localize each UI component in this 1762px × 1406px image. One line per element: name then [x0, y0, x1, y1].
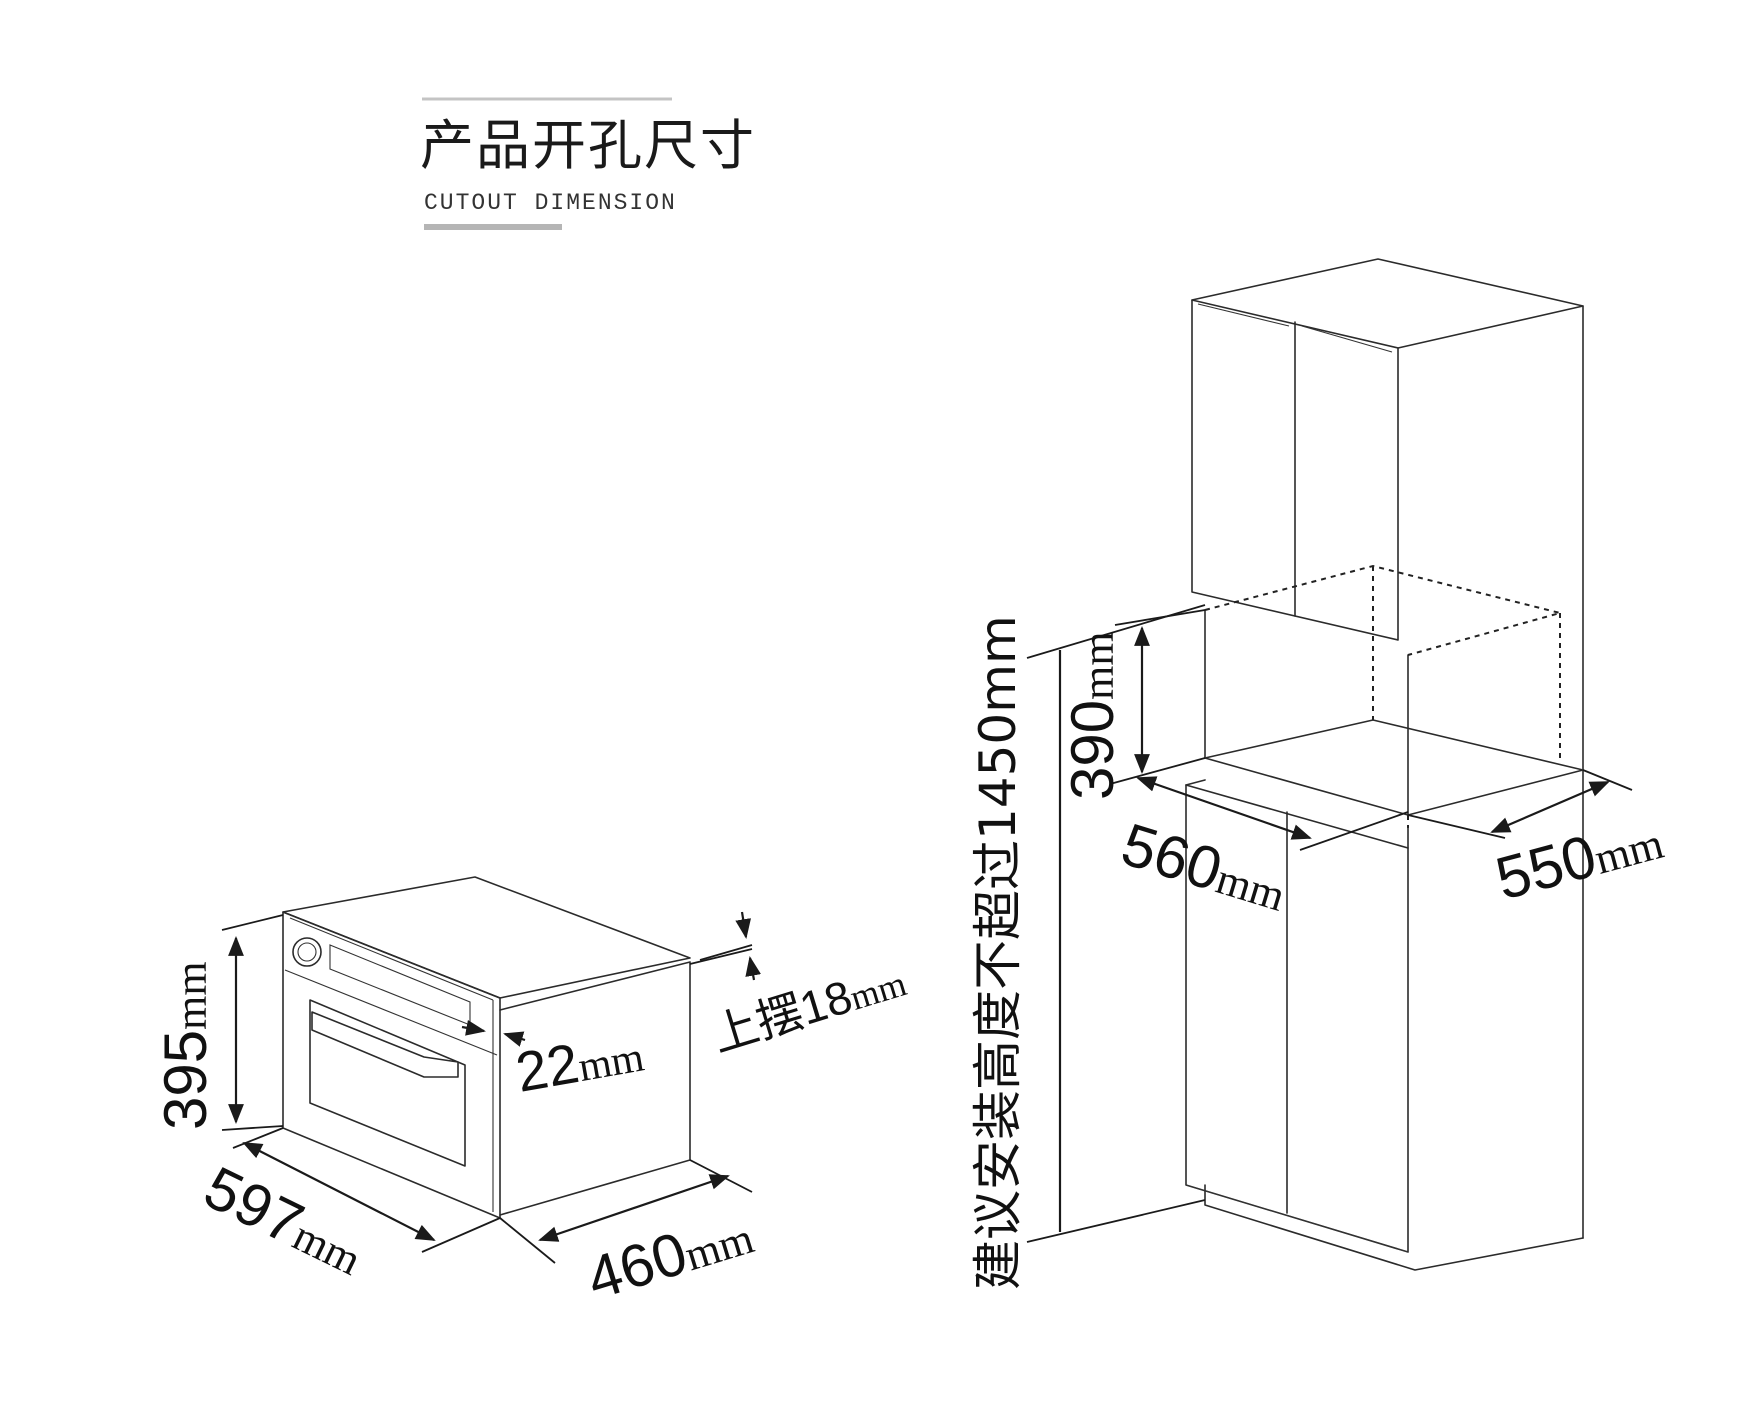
cabinet-dimensions: 建议安装高度不超过1450mm 390mm 560mm 550mm — [969, 604, 1669, 1290]
oven-top-face — [282, 876, 691, 999]
cutout-floor — [1204, 719, 1584, 816]
cutout-height-value: 390 — [1059, 700, 1126, 800]
oven-depth-label: 460mm — [579, 1199, 760, 1312]
top-swing-label: 上摆18mm — [705, 953, 911, 1063]
svg-text:390mm: 390mm — [1059, 631, 1126, 800]
oven-height-value: 395 — [152, 1030, 219, 1130]
upper-cabinet-door-edge — [1197, 303, 1393, 353]
oven-display-window — [329, 944, 471, 1026]
front-offset-value: 22 — [511, 1031, 583, 1104]
cutout-depth-unit: mm — [1590, 819, 1669, 884]
front-offset-arrow-a — [461, 1020, 486, 1036]
cutout-floor-front-edge — [1204, 757, 1409, 816]
cutout-depth-arrow — [1490, 780, 1610, 834]
install-height-text: 建议安装高度不超过1450mm — [969, 615, 1027, 1290]
top-swing-prefix: 上摆 — [705, 984, 809, 1063]
oven-door-handle — [311, 1011, 459, 1078]
oven-depth-ext-right — [689, 1159, 753, 1193]
oven-width-arrow — [242, 1142, 436, 1241]
front-offset-arrow-b — [503, 1031, 526, 1047]
lower-cabinet-door-bottom — [1185, 1184, 1409, 1253]
title-cn: 产品开孔尺寸 — [420, 114, 756, 177]
install-height-label: 建议安装高度不超过1450mm — [969, 615, 1027, 1290]
oven-height-ext-bottom — [221, 1125, 284, 1131]
svg-text:22mm: 22mm — [511, 1020, 648, 1104]
cutout-width-label: 560mm — [1114, 810, 1295, 923]
svg-text:395mm: 395mm — [152, 961, 219, 1130]
cutout-depth-value: 550 — [1489, 822, 1603, 913]
oven-width-ext-right — [421, 1217, 501, 1253]
cutout-height-ext-bottom — [1109, 757, 1206, 785]
oven-width-label: 597mm — [194, 1153, 375, 1287]
top-swing-ext-b — [689, 948, 753, 965]
header: 产品开孔尺寸 CUTOUT DIMENSION — [420, 97, 756, 230]
cutout-depth-ext-right — [1582, 769, 1633, 791]
cutout-height-label: 390mm — [1059, 631, 1126, 800]
svg-text:560mm: 560mm — [1114, 810, 1295, 923]
svg-text:上摆18mm: 上摆18mm — [705, 953, 911, 1063]
oven-width-ext-left — [232, 1127, 284, 1149]
top-swing-ext-a — [699, 944, 753, 961]
oven-front-frame-edge — [289, 917, 494, 1212]
oven-depth-value: 460 — [579, 1219, 694, 1312]
oven-height-ext-top — [221, 914, 284, 931]
oven-knob-inner — [297, 942, 317, 962]
top-swing-unit: mm — [846, 963, 911, 1018]
cabinet-drawing — [1185, 258, 1584, 1271]
oven-control-strip-line — [284, 969, 498, 1056]
cutout-width-ext-right — [1299, 811, 1409, 851]
cutout-depth-ext-left — [1407, 814, 1506, 839]
cutout-width-unit: mm — [1211, 854, 1291, 921]
oven-door-window — [309, 999, 466, 1167]
cutout-width-arrow — [1136, 776, 1312, 840]
oven-knob-outer — [292, 937, 322, 967]
lower-cabinet-plinth — [1204, 1184, 1584, 1271]
cutout-height-unit: mm — [1074, 631, 1123, 699]
cutout-height-ext-top — [1114, 609, 1206, 626]
title-en: CUTOUT DIMENSION — [424, 190, 677, 216]
oven-height-unit: mm — [167, 961, 216, 1029]
svg-text:597mm: 597mm — [194, 1153, 375, 1287]
cutout-width-value: 560 — [1114, 810, 1229, 903]
oven-height-label: 395mm — [152, 961, 219, 1130]
cutout-top-dashed — [1204, 564, 1564, 656]
oven-depth-unit: mm — [679, 1213, 759, 1280]
install-height-ext-bottom — [1026, 1199, 1206, 1243]
upper-cabinet-top — [1191, 258, 1584, 349]
svg-text:460mm: 460mm — [579, 1199, 760, 1312]
install-height-ext-top — [1026, 604, 1206, 659]
oven-front-panel — [282, 911, 501, 1219]
top-swing-arrow-bottom — [745, 956, 761, 981]
oven-depth-arrow — [538, 1174, 730, 1242]
oven-dimensions: 395mm 597mm 460mm 22mm 上摆18mm — [152, 911, 911, 1312]
oven-depth-ext-left — [499, 1217, 556, 1264]
top-swing-arrow-top — [735, 911, 752, 939]
front-offset-unit: mm — [575, 1034, 648, 1091]
front-offset-label: 22mm — [511, 1020, 648, 1104]
